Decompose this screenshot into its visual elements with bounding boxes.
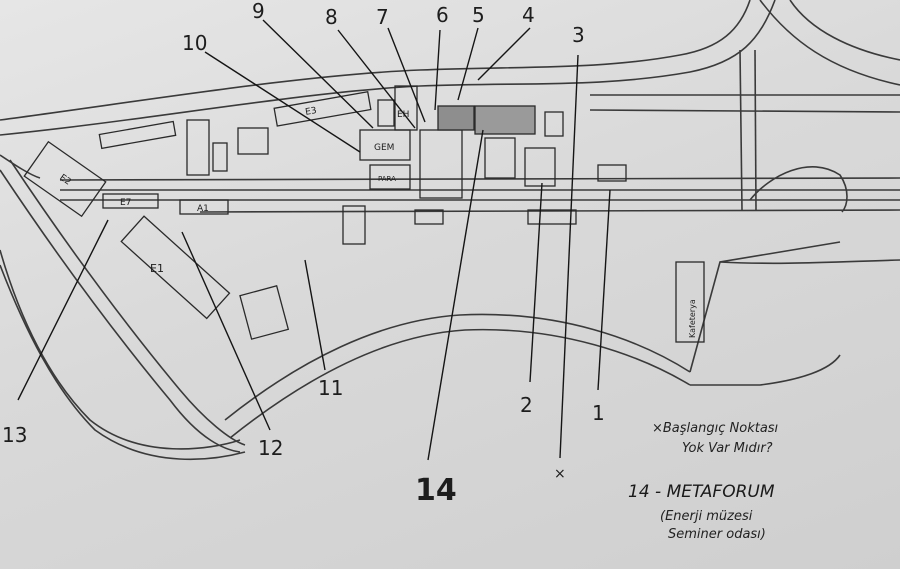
building-lab [524,147,556,187]
building-dark-1 [437,105,475,131]
number-13: 13 [2,423,27,447]
building-tower [544,111,564,137]
label-a1: A1 [197,204,209,214]
notes: ×Başlangıç Noktası Yok Var Mıdır? 14 - M… [628,421,779,542]
building-e3 [273,91,372,127]
label-para: PARA [378,175,396,183]
building-complex [239,285,290,340]
number-8: 8 [325,5,338,29]
number-5: 5 [472,3,485,27]
note-metaforum-title: 14 - METAFORUM [628,482,775,502]
number-14: 14 [415,473,457,508]
leader-lines [17,19,611,461]
building-east [597,164,627,182]
note-metaforum-line2: (Enerji müzesi [660,509,753,524]
number-12: 12 [258,436,283,460]
number-4: 4 [522,3,535,27]
building-annex [377,99,395,127]
number-9: 9 [252,0,265,23]
number-11: 11 [318,376,343,400]
building-labels: E2 E1 E7 A1 E3 EH GEM PARA Kafeterya [57,106,697,338]
label-gem: GEM [374,143,394,153]
building-south [342,205,366,245]
building-gem [359,129,411,161]
building-a1 [179,199,229,215]
label-e2: E2 [57,173,72,188]
building-strip [98,120,177,150]
road-outlines [0,0,900,461]
number-2: 2 [520,393,533,417]
number-1: 1 [592,401,605,425]
start-point-marker: × [554,466,566,482]
building-gate [414,209,444,225]
buildings [23,85,705,343]
building-block [419,129,463,199]
building-dark-2 [474,105,536,135]
building-e1 [120,215,231,320]
number-3: 3 [572,23,585,47]
building-small [212,142,228,172]
number-labels: 1 2 3 4 5 6 7 8 9 10 11 12 13 14 [2,0,605,508]
label-eh: EH [397,110,409,120]
label-kafe: Kafeterya [688,299,697,338]
building-hall [484,137,516,179]
label-e1: E1 [150,262,164,275]
note-metaforum-line3: Seminer odası) [668,527,766,542]
building-e7 [102,193,159,209]
building-kafe [675,261,705,343]
building-para [369,164,411,190]
number-6: 6 [436,3,449,27]
number-7: 7 [376,5,389,29]
building-station [527,209,577,225]
building-e2 [23,140,107,218]
label-e7: E7 [120,198,131,208]
building-square [237,127,269,155]
note-start-line2: Yok Var Mıdır? [682,441,773,456]
building-tall [186,119,210,176]
label-e3: E3 [305,106,318,118]
note-start-line1: ×Başlangıç Noktası [652,421,779,436]
number-10: 10 [182,31,207,55]
